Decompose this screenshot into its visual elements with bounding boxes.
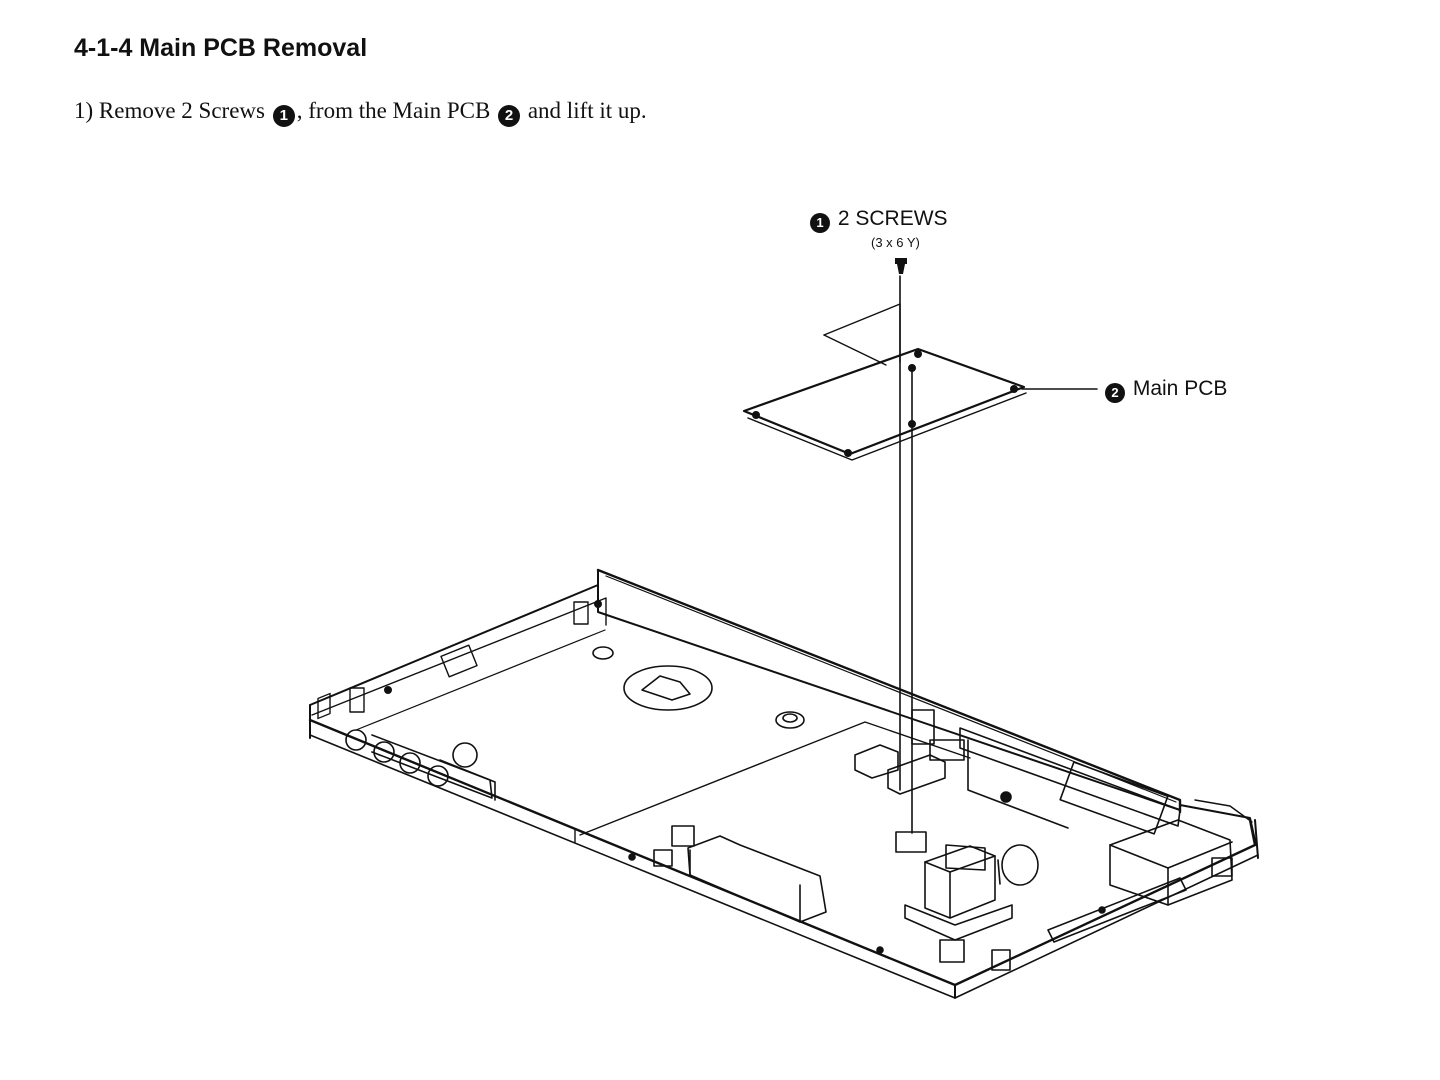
callout-number-1-badge: 1 [810,213,830,233]
instruction-text-suffix: and lift it up. [522,98,647,123]
screw-icon [895,258,907,274]
chassis-components [345,646,1233,971]
instruction-text-middle: , from the Main PCB [296,98,497,123]
removal-guide-lines [899,275,913,834]
main-pcb-board [742,303,1027,461]
screws-label: 2 SCREWS [837,207,948,230]
main-pcb-callout-label: 2 Main PCB [1103,377,1227,403]
callout-number-2-badge: 2 [1105,383,1125,403]
screw-spec-label: (3 x 6 Y) [871,235,920,250]
chassis-frame [308,568,1259,999]
main-pcb-label: Main PCB [1132,377,1228,400]
screws-callout-label: 1 2 SCREWS [808,207,948,233]
instruction-step-1: 1) Remove 2 Screws 1, from the Main PCB … [74,98,647,127]
callout-number-2-badge: 2 [498,105,521,127]
callout-number-1-badge: 1 [272,105,295,127]
page-title: 4-1-4 Main PCB Removal [74,34,368,62]
instruction-text-prefix: 1) Remove 2 Screws [74,98,271,123]
